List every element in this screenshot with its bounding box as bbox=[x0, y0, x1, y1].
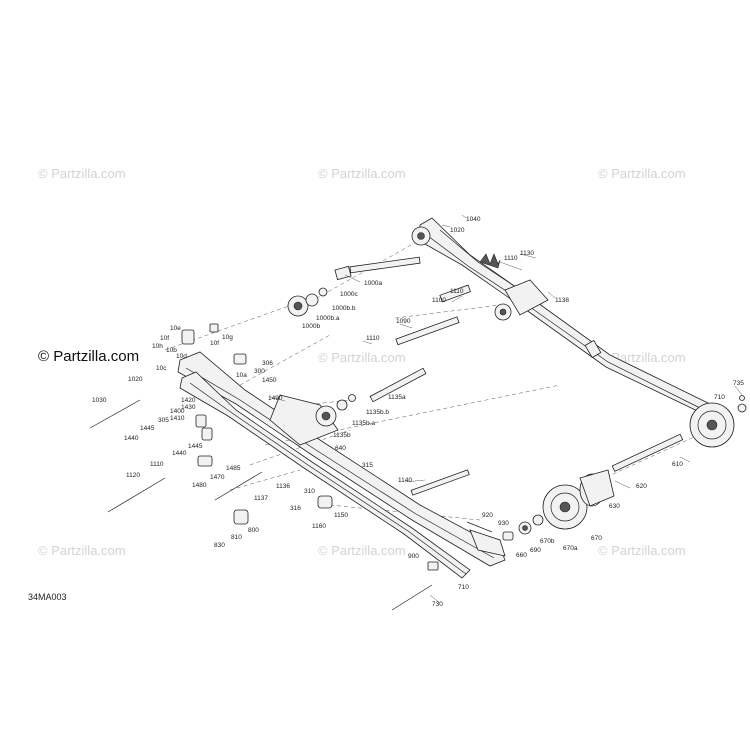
callout-1135a: 1135a bbox=[388, 394, 406, 401]
callout-640: 640 bbox=[335, 445, 346, 452]
callout-810: 810 bbox=[231, 534, 242, 541]
callout-10g: 10g bbox=[222, 334, 233, 341]
callout-1136: 1136 bbox=[276, 483, 290, 490]
callout-930: 930 bbox=[498, 520, 509, 527]
watermark: © Partzilla.com bbox=[598, 543, 686, 558]
shafts bbox=[334, 256, 684, 496]
callout-leaders bbox=[269, 214, 743, 604]
callout-1160: 1160 bbox=[312, 523, 326, 530]
callout-306: 306 bbox=[262, 360, 273, 367]
callout-1138: 1138 bbox=[555, 297, 569, 304]
watermark: © Partzilla.com bbox=[318, 350, 406, 365]
callout-1110-d: 1110 bbox=[150, 461, 164, 468]
callout-1120: 1120 bbox=[126, 472, 140, 479]
callout-10h: 10h bbox=[152, 343, 163, 350]
callout-10f-b: 10f bbox=[210, 340, 219, 347]
callout-1090: 1090 bbox=[396, 318, 411, 325]
drawing-code: 34MA003 bbox=[28, 592, 67, 602]
callout-10e: 10e bbox=[170, 325, 181, 332]
callout-1000b-a: 1000b.a bbox=[316, 315, 340, 322]
callout-1137: 1137 bbox=[254, 495, 268, 502]
callout-1135b-b: 1135b.b bbox=[366, 409, 389, 416]
callout-710: 710 bbox=[714, 394, 725, 401]
callout-690: 690 bbox=[530, 547, 541, 554]
rail-right bbox=[411, 217, 713, 418]
brand-logo-text: © Partzilla.com bbox=[38, 348, 139, 365]
callout-310: 310 bbox=[304, 488, 315, 495]
callout-316: 316 bbox=[290, 505, 301, 512]
callout-305: 305 bbox=[158, 417, 169, 424]
callout-900: 900 bbox=[408, 553, 419, 560]
callout-1135b: 1135b bbox=[333, 432, 351, 439]
watermark: © Partzilla.com bbox=[38, 543, 126, 558]
callout-1450: 1450 bbox=[262, 377, 277, 384]
callout-630: 630 bbox=[609, 503, 620, 510]
callout-10b: 10b bbox=[166, 347, 177, 354]
callout-800: 800 bbox=[248, 527, 259, 534]
callout-1100: 1100 bbox=[432, 297, 446, 304]
callout-710-b: 710 bbox=[458, 584, 469, 591]
callout-1430: 1430 bbox=[181, 404, 196, 411]
callout-1480: 1480 bbox=[192, 482, 207, 489]
callout-1000c: 1000c bbox=[340, 291, 358, 298]
callout-1030: 1030 bbox=[92, 397, 107, 404]
callout-730: 730 bbox=[432, 601, 443, 608]
callout-830: 830 bbox=[214, 542, 225, 549]
callouts: 1040 1020 1130 1110 1000a 1000c 1000b.b … bbox=[92, 216, 744, 608]
callout-1410: 1410 bbox=[170, 415, 185, 422]
watermark: © Partzilla.com bbox=[598, 166, 686, 181]
callout-1000b-b: 1000b.b bbox=[332, 305, 356, 312]
callout-620: 620 bbox=[636, 483, 647, 490]
callout-1445: 1445 bbox=[140, 425, 155, 432]
callout-735: 735 bbox=[733, 380, 744, 387]
callout-10c: 10c bbox=[156, 365, 167, 372]
watermark: © Partzilla.com bbox=[38, 166, 126, 181]
callout-10a: 10a bbox=[236, 372, 247, 379]
callout-1130: 1130 bbox=[520, 250, 534, 257]
callout-10f: 10f bbox=[160, 335, 169, 342]
assembly-lines bbox=[164, 239, 706, 521]
callout-670a: 670a bbox=[563, 545, 578, 552]
callout-1040: 1040 bbox=[466, 216, 481, 223]
callout-1490: 1490 bbox=[268, 395, 283, 402]
callout-1110-b: 1110 bbox=[450, 288, 464, 295]
callout-1485: 1485 bbox=[226, 465, 241, 472]
watermarks: © Partzilla.com © Partzilla.com © Partzi… bbox=[38, 166, 686, 558]
callout-670b: 670b bbox=[540, 538, 555, 545]
callout-1440-b: 1440 bbox=[172, 450, 187, 457]
callout-1000b: 1000b bbox=[302, 323, 320, 330]
callout-1110-c: 1110 bbox=[366, 335, 380, 342]
wheel-right bbox=[689, 395, 747, 448]
callout-1135b-a: 1135b.a bbox=[352, 420, 375, 427]
callout-300: 300 bbox=[254, 368, 265, 375]
callout-1470: 1470 bbox=[210, 474, 225, 481]
wheel-rear bbox=[502, 469, 615, 541]
callout-315: 315 bbox=[362, 462, 373, 469]
callout-1020: 1020 bbox=[450, 227, 465, 234]
callout-1420: 1420 bbox=[181, 397, 196, 404]
callout-610: 610 bbox=[672, 461, 683, 468]
callout-1000a: 1000a bbox=[364, 280, 382, 287]
callout-1110-a: 1110 bbox=[504, 255, 518, 262]
callout-670: 670 bbox=[591, 535, 602, 542]
watermark: © Partzilla.com bbox=[318, 543, 406, 558]
callout-1140: 1140 bbox=[398, 477, 412, 484]
callout-660: 660 bbox=[516, 552, 527, 559]
callout-1150: 1150 bbox=[334, 512, 348, 519]
callout-920: 920 bbox=[482, 512, 493, 519]
idler-wheels bbox=[287, 287, 356, 427]
callout-1020-b: 1020 bbox=[128, 376, 143, 383]
callout-1400: 1400 bbox=[170, 408, 185, 415]
callout-1440: 1440 bbox=[124, 435, 139, 442]
callout-10d: 10d bbox=[176, 353, 187, 360]
watermark: © Partzilla.com bbox=[318, 166, 406, 181]
callout-1445-b: 1445 bbox=[188, 443, 203, 450]
small-parts bbox=[89, 323, 493, 611]
